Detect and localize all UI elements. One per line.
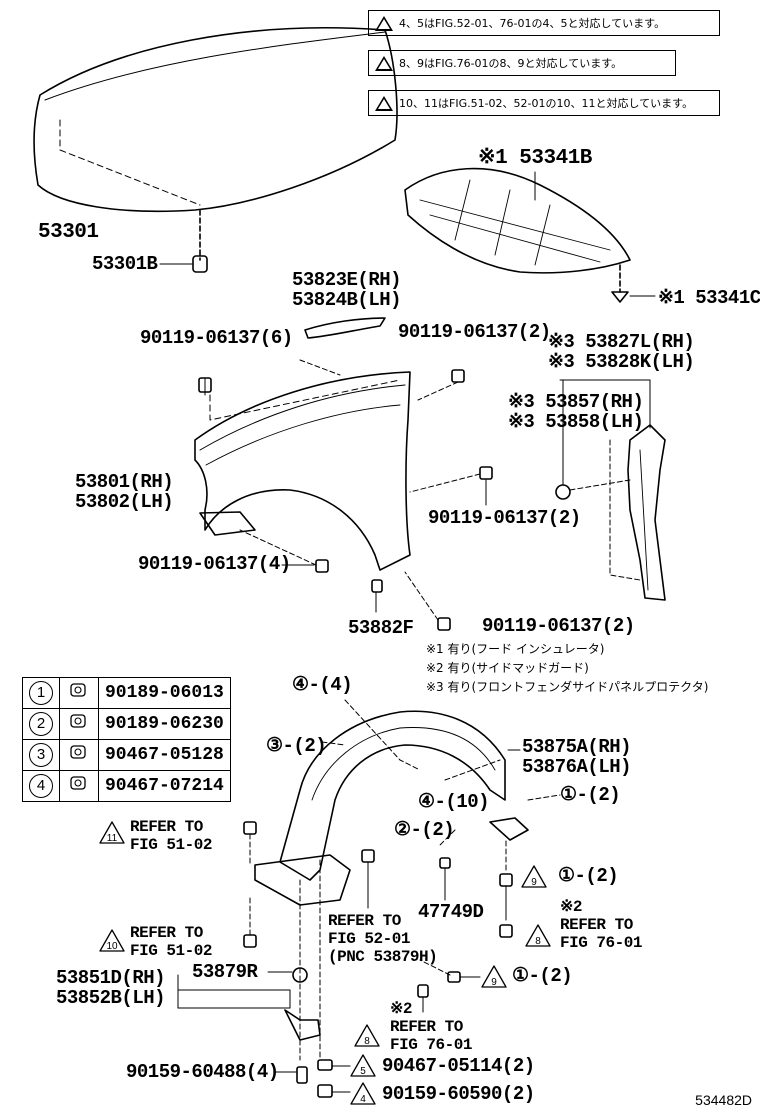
label-insulator-clip: ※1 53341C [658, 287, 760, 309]
fastener-legend-table: 1 90189-06013 2 90189-06230 3 90467-05128 4 904… [22, 677, 231, 802]
label-c2-2: ②-(2) [394, 819, 455, 841]
legend-row: 1 90189-06013 [22, 677, 231, 709]
label-refer-fig-76-01-b: ※2 REFER TO FIG 76-01 [390, 1000, 472, 1054]
label-screw-4: 90159-60488(4) [126, 1061, 279, 1083]
circled-number: 3 [29, 743, 53, 767]
label-screw-2: 90159-60590(2) [382, 1083, 535, 1105]
label-seal-lh: 53824B(LH) [292, 289, 402, 311]
svg-text:9: 9 [531, 877, 537, 888]
hood-shape [33, 27, 398, 213]
label-seal-rh: 53823E(RH) [292, 269, 402, 291]
reference-triangles [99, 821, 551, 1105]
svg-text:9: 9 [491, 977, 497, 988]
illustration-code: 534482D [695, 1092, 752, 1108]
legend-part-number: 90189-06013 [98, 677, 231, 709]
legend-number-cell: 3 [22, 739, 60, 771]
label-mudguard-rh: 53851D(RH) [56, 967, 166, 989]
label-liner-lh: 53876A(LH) [522, 756, 632, 778]
label-refer-fig-52-01: REFER TO FIG 52-01 (PNC 53879H) [328, 912, 438, 966]
warning-triangle-icon [375, 96, 393, 111]
label-mudguard-lh: 53852B(LH) [56, 987, 166, 1009]
label-bolt-2b: 90119-06137(2) [428, 507, 581, 529]
legend-number-cell: 2 [22, 708, 60, 740]
insulator-shape [404, 167, 631, 274]
svg-text:10: 10 [106, 941, 118, 952]
fastener-icon [59, 770, 99, 802]
label-protector-rh: ※3 53827L(RH) [548, 331, 695, 353]
label-c1-2b: ①-(2) [558, 865, 619, 887]
label-c4-10: ④-(10) [418, 791, 490, 813]
svg-text:8: 8 [535, 936, 541, 947]
label-refer-fig-76-01-a: ※2 REFER TO FIG 76-01 [560, 898, 642, 952]
fastener-icon [59, 708, 99, 740]
circled-number: 2 [29, 712, 53, 736]
label-refer-fig-51-02-b: REFER TO FIG 51-02 [130, 924, 212, 960]
label-c4-4: ④-(4) [292, 674, 353, 696]
label-protector-lh: ※3 53828K(LH) [548, 351, 695, 373]
seal-shape [304, 317, 386, 339]
warning-triangle-icon [375, 56, 393, 71]
fender-shape [194, 371, 411, 571]
label-bracket: 53882F [348, 617, 414, 639]
label-hood-cushion: 53301B [92, 253, 158, 275]
label-hood: 53301 [38, 221, 99, 244]
label-fender-rh: 53801(RH) [75, 471, 174, 493]
label-53879r: 53879R [192, 961, 258, 983]
label-c1-2a: ①-(2) [560, 784, 621, 806]
label-bolt-2c: 90119-06137(2) [482, 615, 635, 637]
fastener-icon [59, 677, 99, 709]
legend-row: 4 90467-07214 [22, 770, 231, 802]
svg-text:4: 4 [360, 1094, 366, 1105]
legend-number-cell: 4 [22, 770, 60, 802]
hood-cushion-shape [192, 255, 208, 273]
lower-flap-shape [254, 854, 351, 906]
label-bolt-2a: 90119-06137(2) [398, 321, 551, 343]
legend-part-number: 90189-06230 [98, 708, 231, 740]
label-clip-5: 90467-05114(2) [382, 1055, 535, 1077]
circled-number: 1 [29, 681, 53, 705]
protector-shape [627, 424, 666, 601]
legend-part-number: 90467-05128 [98, 739, 231, 771]
label-liner-rh: 53875A(RH) [522, 736, 632, 758]
svg-text:5: 5 [360, 1066, 366, 1077]
note-box-1: 4、5はFIG.52-01、76-01の4、5と対応しています。 [368, 10, 720, 36]
svg-text:8: 8 [364, 1036, 370, 1047]
label-c3-2: ③-(2) [266, 735, 327, 757]
footnote-2: ※2 有り(サイドマッドガード) [426, 661, 589, 675]
legend-part-number: 90467-07214 [98, 770, 231, 802]
label-insulator: ※1 53341B [478, 147, 592, 170]
mudguard-shape [284, 1009, 321, 1041]
footnote-1: ※1 有り(フード インシュレータ) [426, 642, 605, 656]
label-panel-rh: ※3 53857(RH) [508, 391, 644, 413]
fender-liner-shape [279, 710, 506, 881]
legend-row: 2 90189-06230 [22, 708, 231, 740]
fastener-icon [59, 739, 99, 771]
label-c1-2c: ①-(2) [512, 965, 573, 987]
svg-text:11: 11 [107, 833, 118, 844]
label-bolt-4: 90119-06137(4) [138, 553, 291, 575]
label-panel-lh: ※3 53858(LH) [508, 411, 644, 433]
label-bolt-6: 90119-06137(6) [140, 327, 293, 349]
note-box-2: 8、9はFIG.76-01の8、9と対応しています。 [368, 50, 676, 76]
legend-number-cell: 1 [22, 677, 60, 709]
label-refer-fig-51-02-a: REFER TO FIG 51-02 [130, 818, 212, 854]
label-fender-lh: 53802(LH) [75, 491, 174, 513]
warning-triangle-icon [375, 16, 393, 31]
legend-row: 3 90467-05128 [22, 739, 231, 771]
circled-number: 4 [29, 774, 53, 798]
note-box-3: 10、11はFIG.51-02、52-01の10、11と対応しています。 [368, 90, 720, 116]
footnote-3: ※3 有り(フロントフェンダサイドパネルプロテクタ) [426, 680, 709, 694]
label-47749d: 47749D [418, 901, 484, 923]
